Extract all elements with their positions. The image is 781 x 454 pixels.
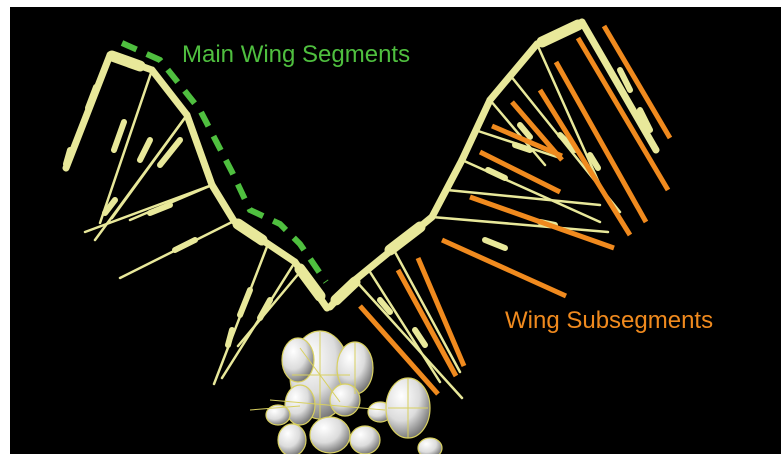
body-mesh bbox=[266, 331, 442, 454]
left-bone-bulges bbox=[66, 87, 270, 345]
subsegments-label: Wing Subsegments bbox=[505, 309, 713, 333]
right-bone-bulges bbox=[380, 70, 650, 345]
left-wing bbox=[66, 55, 327, 384]
main-wing-label: Main Wing Segments bbox=[182, 43, 410, 67]
right-wing bbox=[330, 22, 656, 398]
left-sub-bones bbox=[85, 70, 300, 384]
left-main-bones bbox=[66, 55, 327, 308]
